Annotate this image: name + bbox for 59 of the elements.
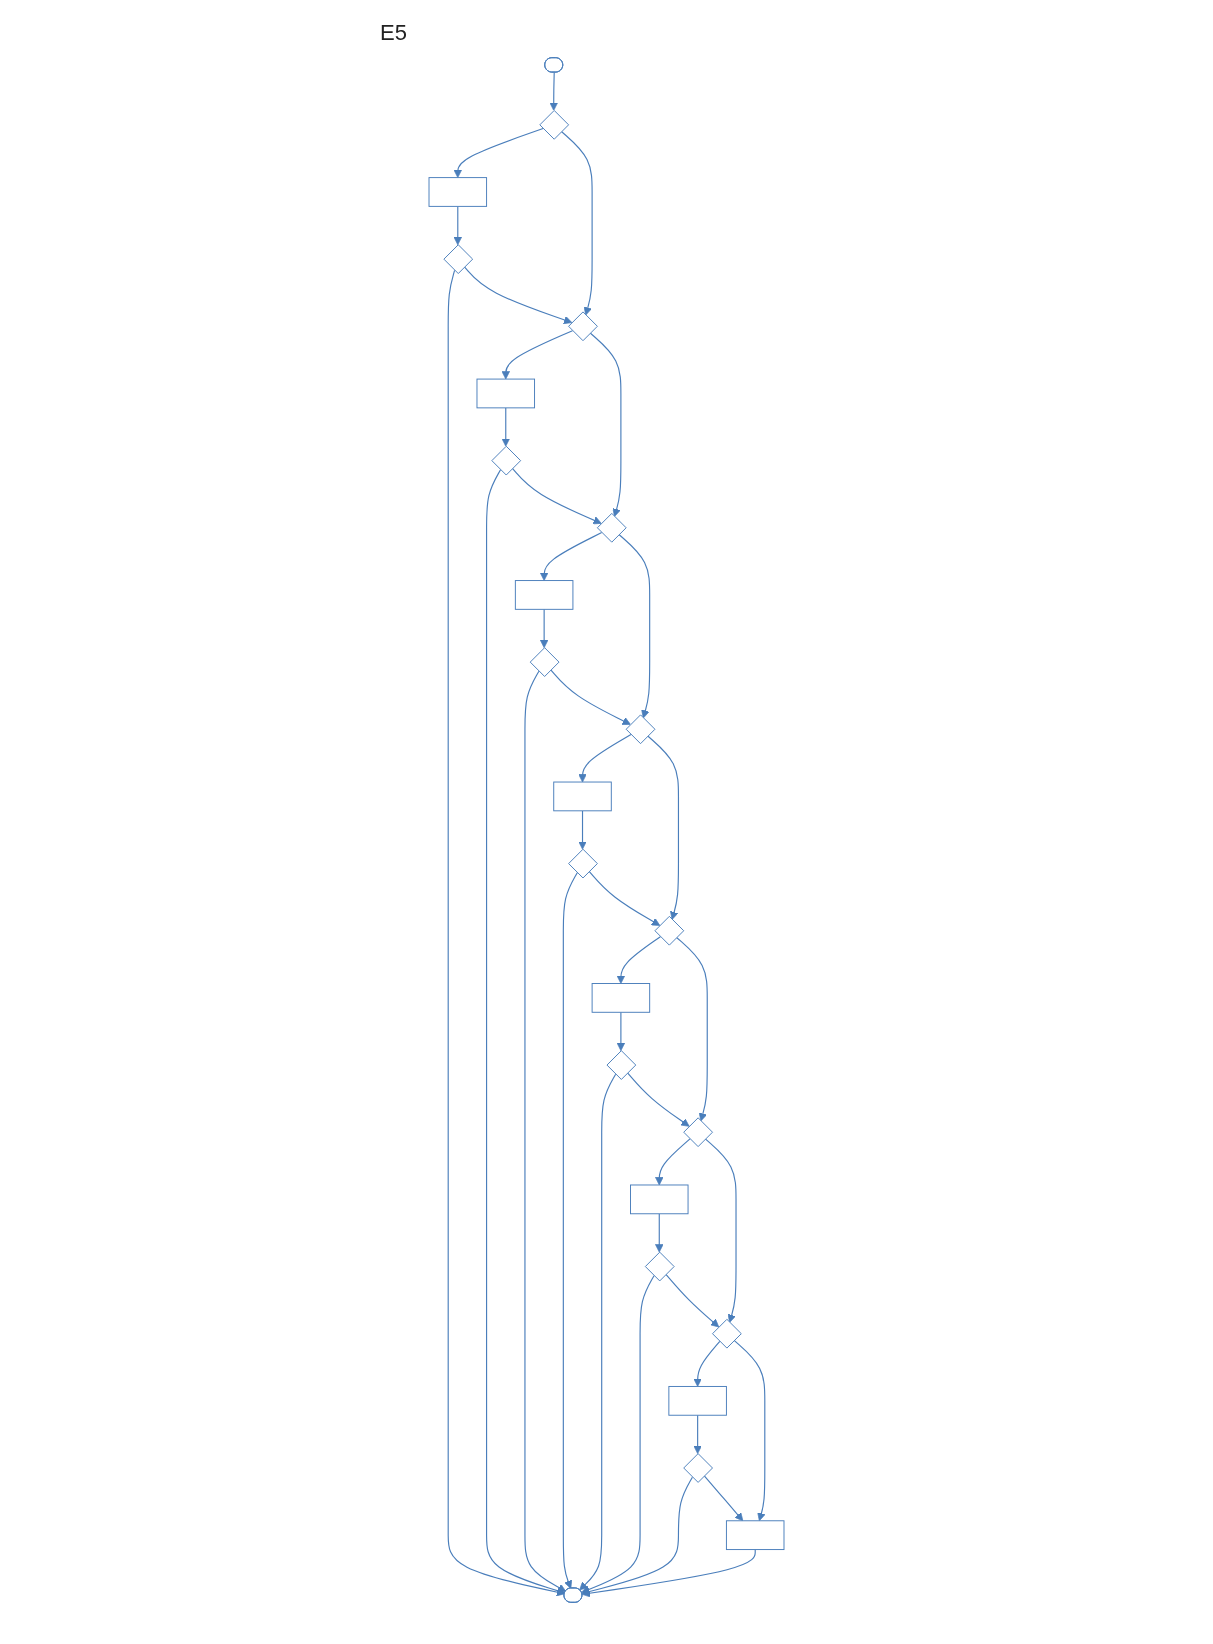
arrow bbox=[501, 330, 574, 380]
arrow bbox=[549, 71, 558, 111]
arrow bbox=[693, 1340, 721, 1387]
node-diamond bbox=[529, 647, 560, 677]
node-box bbox=[514, 580, 574, 610]
arrow bbox=[501, 407, 510, 447]
arrow bbox=[618, 533, 651, 719]
node-diamond bbox=[491, 445, 522, 476]
arrow bbox=[703, 1475, 744, 1522]
node-diamond bbox=[683, 1453, 713, 1483]
node-box bbox=[476, 378, 535, 409]
node-diamond bbox=[606, 1050, 637, 1080]
arrow bbox=[578, 810, 587, 850]
arrow bbox=[562, 872, 578, 1589]
arrow bbox=[539, 608, 549, 649]
node-diamond bbox=[568, 311, 598, 342]
arrow bbox=[655, 1213, 664, 1253]
arrow bbox=[524, 670, 567, 1592]
node-diamond bbox=[625, 714, 656, 745]
arrow bbox=[578, 734, 632, 783]
arrow bbox=[486, 469, 566, 1595]
node-diamond bbox=[443, 244, 474, 275]
node-diamond bbox=[712, 1318, 742, 1349]
node-box bbox=[725, 1520, 785, 1551]
node-diamond bbox=[539, 109, 570, 140]
arrow bbox=[665, 1273, 720, 1328]
arrow bbox=[733, 1339, 766, 1522]
arrow bbox=[511, 467, 602, 525]
arrow bbox=[579, 1073, 617, 1591]
title: E5 bbox=[380, 20, 408, 46]
arrow bbox=[647, 735, 680, 920]
arrow bbox=[655, 1138, 691, 1186]
node-diamond bbox=[596, 512, 627, 543]
arrow bbox=[675, 936, 708, 1122]
node-box bbox=[668, 1386, 727, 1416]
arrow bbox=[589, 332, 622, 517]
arrow bbox=[616, 936, 661, 984]
arrow bbox=[539, 532, 603, 581]
arrow bbox=[616, 1011, 626, 1052]
arrow bbox=[693, 1414, 702, 1454]
arrow bbox=[550, 669, 631, 725]
node-diamond bbox=[654, 915, 685, 946]
arrow bbox=[453, 128, 544, 178]
arrow bbox=[581, 1549, 756, 1598]
arrow bbox=[447, 269, 566, 1597]
node-diamond bbox=[568, 848, 598, 879]
node-diamond bbox=[683, 1117, 713, 1148]
arrow bbox=[704, 1138, 737, 1323]
node-box bbox=[630, 1184, 689, 1215]
arrow bbox=[453, 205, 462, 246]
node-box bbox=[553, 781, 612, 812]
node-box bbox=[428, 177, 488, 207]
arrow bbox=[626, 1072, 690, 1127]
arrow bbox=[560, 130, 593, 316]
arrow bbox=[463, 266, 573, 325]
arrow bbox=[588, 870, 661, 926]
node-box bbox=[591, 983, 651, 1013]
arrow bbox=[581, 1275, 655, 1594]
node-diamond bbox=[644, 1251, 675, 1282]
